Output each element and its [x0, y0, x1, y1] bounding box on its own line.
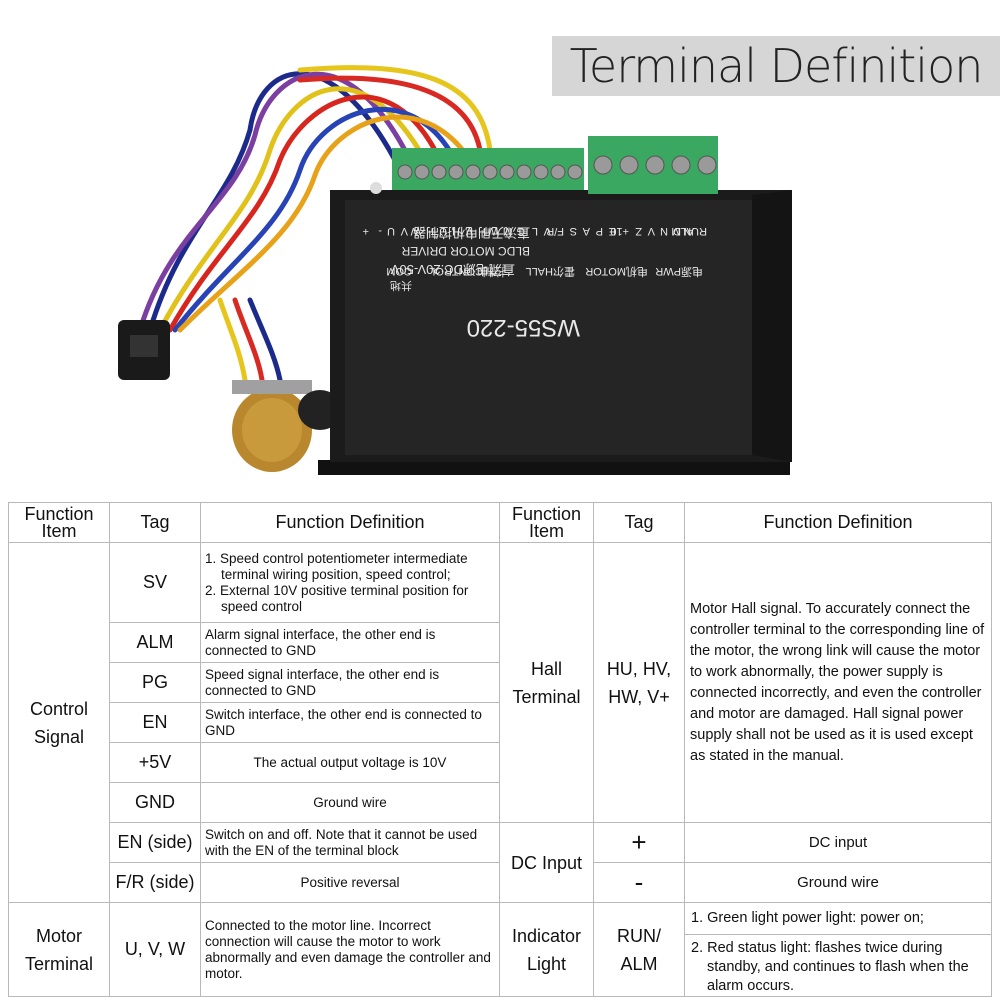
terminal-silkscreen-label: Z: [635, 225, 642, 237]
terminal-silkscreen-label: F/R: [546, 225, 564, 237]
def-indicator-green: 1. Green light power light: power on;: [685, 904, 991, 935]
terminal-silkscreen-label: U: [387, 225, 395, 237]
terminal-silkscreen-label: V: [647, 225, 655, 237]
terminal-silkscreen-label: +10: [610, 225, 629, 237]
terminal-silkscreen-label: H: [478, 225, 486, 237]
tag-hall: HU, HV, HW, V+: [593, 542, 685, 823]
table-row: PG Speed signal interface, the other end…: [9, 662, 992, 703]
tag-alm: ALM: [109, 622, 201, 663]
table-row: Motor Terminal U, V, W Connected to the …: [8, 902, 992, 997]
def-sv-item-1: 1. Speed control potentiometer intermedi…: [205, 550, 468, 582]
model-label: WS55-220: [467, 314, 580, 341]
tag-pg: PG: [109, 662, 201, 703]
terminal-silkscreen-label: ALM: [671, 225, 694, 237]
def-uvw: Connected to the motor line. Incorrect c…: [200, 902, 500, 997]
terminal-silkscreen-label: E: [609, 225, 616, 237]
table-row: EN Switch interface, the other end is co…: [9, 702, 992, 743]
def-pg: Speed signal interface, the other end is…: [200, 662, 500, 703]
terminal-silkscreen-label: A: [582, 225, 590, 237]
tag-uvw: U, V, W: [109, 902, 201, 997]
side-switch-connector: [118, 320, 170, 380]
terminal-silkscreen-label: RUN: [683, 225, 707, 237]
def-fr-side: Positive reversal: [200, 862, 500, 903]
tag-sv: SV: [109, 542, 201, 623]
bldc-driver-illustration: WS55-220 直流电源DC:20V-50V BLDC MOTOR DRIVE…: [118, 65, 792, 475]
def-indicator: 1. Green light power light: power on; 2.…: [684, 902, 992, 997]
group-label-hall: 霍尔HALL: [525, 265, 575, 278]
terminal-silkscreen-label: +: [363, 225, 369, 237]
terminal-block-power: [588, 136, 718, 194]
terminal-silkscreen-label: D: [673, 225, 681, 237]
potentiometer: [232, 380, 342, 472]
group-motor-terminal: Motor Terminal: [8, 902, 110, 997]
group-hall-terminal: Hall Terminal: [499, 542, 594, 823]
printed-labels: WS55-220 直流电源DC:20V-50V BLDC MOTOR DRIVE…: [363, 225, 707, 341]
header-tag-right: Tag: [593, 502, 685, 543]
group-label-com: COM: [386, 265, 412, 277]
header-function-item: Function Item: [8, 502, 110, 543]
terminal-silkscreen-label: W: [488, 225, 499, 237]
group-indicator-light: Indicator Light: [499, 902, 594, 997]
def-dc-minus: Ground wire: [684, 862, 992, 903]
def-dc-plus: DC input: [684, 822, 992, 863]
header-function-definition: Function Definition: [200, 502, 500, 543]
terminal-silkscreen-label: W: [410, 225, 421, 237]
driver-name-en: BLDC MOTOR DRIVER: [401, 244, 530, 258]
terminal-silkscreen-label: M: [503, 225, 512, 237]
group-label-control: 控制CONTROL: [429, 265, 505, 279]
tag-plus-5v: +5V: [109, 742, 201, 783]
product-photo: WS55-220 直流电源DC:20V-50V BLDC MOTOR DRIVE…: [118, 36, 1000, 475]
tag-en-side: EN (side): [109, 822, 201, 863]
driver-name-cn: 直流无刷电机控制器: [413, 225, 530, 240]
header-function-item-right: Function Item: [499, 502, 594, 543]
def-sv: 1. Speed control potentiometer intermedi…: [200, 542, 500, 623]
terminal-silkscreen-label: H: [426, 225, 434, 237]
terminal-silkscreen-label: -: [378, 225, 382, 237]
def-gnd: Ground wire: [200, 782, 500, 823]
group-label-pwr: 电源PWR: [655, 265, 703, 279]
indicator-led: [370, 182, 382, 194]
wire-harness: [137, 65, 493, 383]
terminal-silkscreen-label: H: [452, 225, 460, 237]
terminal-silkscreen-label: P: [596, 225, 603, 237]
title-banner: Terminal Definition: [552, 36, 1000, 96]
def-plus-5v: The actual output voltage is 10V: [200, 742, 500, 783]
def-alm: Alarm signal interface, the other end is…: [200, 622, 500, 663]
driver-housing: [318, 190, 792, 475]
def-hall: Motor Hall signal. To accurately connect…: [684, 542, 992, 823]
header-function-definition-right: Function Definition: [684, 502, 992, 543]
group-label-com-cn: 共地: [390, 279, 412, 292]
banner-title: Terminal Definition: [569, 39, 984, 93]
table-row: Control Signal SV 1. Speed control poten…: [8, 542, 992, 903]
tag-gnd: GND: [109, 782, 201, 823]
power-spec-label: 直流电源DC:20V-50V: [390, 262, 515, 277]
tag-dc-plus: +: [593, 822, 685, 863]
tag-dc-minus: -: [593, 862, 685, 903]
def-indicator-red: 2. Red status light: flashes twice durin…: [691, 940, 969, 994]
tag-en: EN: [109, 702, 201, 743]
group-dc-input: DC Input: [499, 822, 594, 903]
terminal-silkscreen-label: S: [570, 225, 577, 237]
terminal-silkscreen-label: G: [516, 225, 525, 237]
group-label-motor: 电机MOTOR: [585, 265, 648, 279]
terminal-definition-table: Function Item Tag Function Definition Fu…: [8, 502, 992, 997]
def-sv-item-2: 2. External 10V positive terminal positi…: [205, 582, 469, 614]
def-en: Switch interface, the other end is conne…: [200, 702, 500, 743]
terminal-silkscreen-label: V: [543, 225, 551, 237]
terminal-silkscreen-label: L: [532, 225, 538, 237]
group-control-signal: Control Signal: [8, 542, 110, 903]
table-header-row: Function Item Tag Function Definition Fu…: [8, 502, 992, 543]
header-tag: Tag: [109, 502, 201, 543]
terminal-silkscreen-label: U: [439, 225, 447, 237]
table-row: EN (side) Switch on and off. Note that i…: [9, 822, 992, 903]
terminal-block-control: [392, 148, 584, 190]
def-en-side: Switch on and off. Note that it cannot b…: [200, 822, 500, 863]
table-row: +5V The actual output voltage is 10V: [9, 742, 992, 783]
terminal-silkscreen-label: V: [400, 225, 408, 237]
terminal-silkscreen-label: N: [660, 225, 668, 237]
tag-run-alm: RUN/ ALM: [593, 902, 685, 997]
tag-fr-side: F/R (side): [109, 862, 201, 903]
terminal-silkscreen-label: V: [465, 225, 473, 237]
